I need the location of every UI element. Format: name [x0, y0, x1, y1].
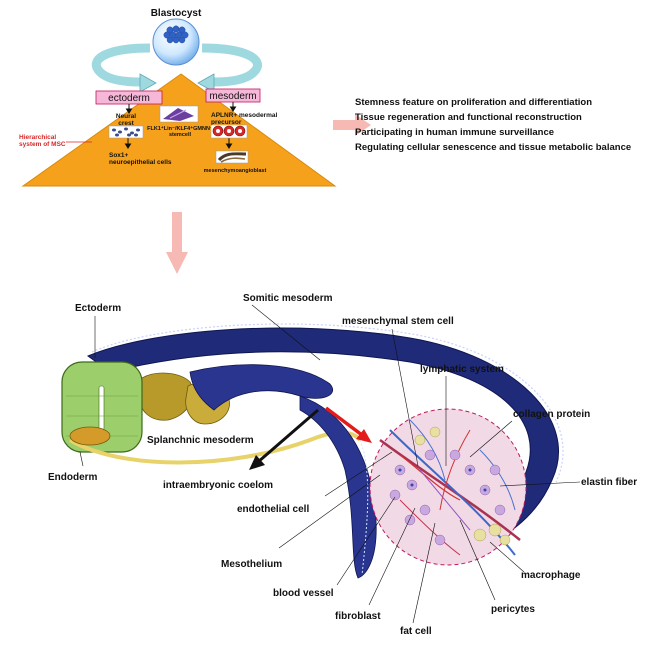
lineage-arrows — [124, 102, 237, 149]
feature-item: Regulating cellular senescence and tissu… — [355, 142, 631, 153]
pericytes-label: pericytes — [491, 604, 535, 615]
neural-crest-cells-icon — [108, 125, 144, 139]
leader-lines — [79, 304, 581, 624]
aplnr-label-1: APLNR+ mesodermal — [211, 112, 277, 119]
blood-vessel-label: blood vessel — [273, 588, 334, 599]
flk1-label-2: stemcell — [169, 132, 191, 138]
splanchnic-mesoderm-label: Splanchnic mesoderm — [147, 435, 254, 446]
mesothelium-label: Mesothelium — [221, 559, 282, 570]
hierarchy-triangle — [21, 73, 337, 187]
somitic-mesoderm-label: Somitic mesoderm — [243, 293, 333, 304]
aplnr-label-2: precursor — [211, 119, 242, 126]
mesenchymal-stem-cell-label: mesenchymal stem cell — [342, 316, 454, 327]
mesenchymoangioblast-icon — [215, 150, 249, 164]
feature-item: Participating in human immune surveillan… — [355, 127, 554, 138]
endoderm-label: Endoderm — [48, 472, 98, 483]
lymphatic-system-label: lymphatic system — [420, 364, 504, 375]
zoom-arrow — [324, 406, 372, 443]
blastocyst-icon — [152, 18, 200, 66]
intraembryonic-coelom-label: intraembryonic coelom — [163, 480, 273, 491]
elastin-fiber-label: elastin fiber — [581, 477, 637, 488]
aplnr-precursor-icon — [210, 124, 248, 139]
flk1-stemcell-icon — [159, 105, 199, 123]
ectoderm-bottom-label: Ectoderm — [75, 303, 121, 314]
cycle-arrows — [91, 43, 262, 93]
features-arrow — [333, 114, 371, 136]
down-arrow — [166, 212, 188, 274]
fat-cell-label: fat cell — [400, 626, 432, 637]
features-list: Stemness feature on proliferation and di… — [355, 97, 631, 153]
feature-item: Stemness feature on proliferation and di… — [355, 97, 592, 108]
hierarchical-label-1: Hierarchical — [19, 134, 56, 141]
sox1-label-1: Sox1+ — [109, 152, 129, 159]
feature-item: Tissue regeneration and functional recon… — [355, 112, 582, 123]
mesenchymoangioblast-label: mesenchymoangioblast — [204, 168, 267, 174]
blastocyst-label: Blastocyst — [151, 8, 202, 19]
flk1-label-1: FLK1⁺Lin⁻/KLF4⁺GMNN⁺ — [147, 125, 213, 132]
embryo-cross-section — [61, 323, 564, 579]
coelom-arrow — [249, 408, 319, 470]
ectoderm-label: ectoderm — [108, 93, 150, 104]
neural-crest-label-2: crest — [118, 120, 134, 127]
hierarchical-label-2: system of MSC — [19, 141, 66, 148]
neural-crest-label-1: Neural — [116, 113, 136, 120]
macrophage-label: macrophage — [521, 570, 581, 581]
fibroblast-label: fibroblast — [335, 611, 381, 622]
collagen-protein-label: collagen protein — [513, 409, 590, 420]
mesoderm-label: mesoderm — [209, 91, 256, 102]
endothelial-cell-label: endothelial cell — [237, 504, 309, 515]
sox1-label-2: neuroepithelial cells — [109, 159, 172, 166]
